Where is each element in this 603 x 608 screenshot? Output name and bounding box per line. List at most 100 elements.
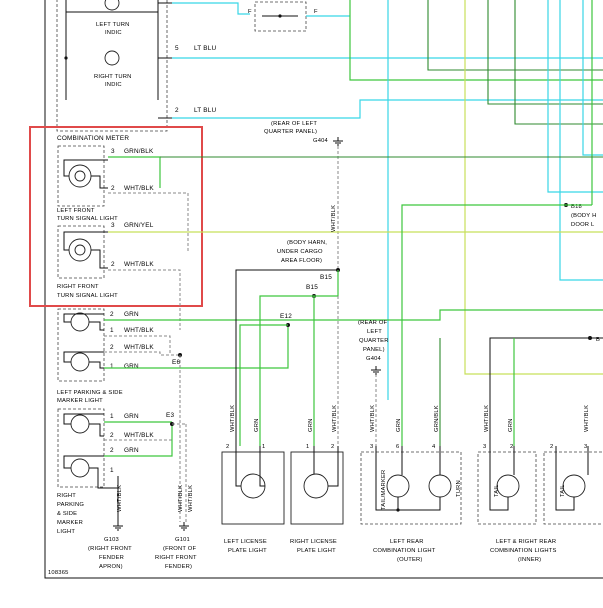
svg-text:B15: B15 [306,284,318,291]
svg-text:RIGHT FRONT: RIGHT FRONT [155,555,197,561]
splice-e12: E12 [239,313,292,446]
wire-dg-2 [487,0,603,105]
svg-text:MARKER: MARKER [57,520,83,526]
left-rear-combination-light: 3 6 4 TAIL/MARKER TURN LEFT REAR COMBINA… [360,444,462,563]
svg-text:LEFT REAR: LEFT REAR [390,539,424,545]
svg-text:FENDER): FENDER) [165,564,192,570]
svg-text:F: F [314,9,318,15]
combination-meter-box [56,0,168,132]
svg-text:LIGHT: LIGHT [57,529,75,535]
svg-text:PARKING: PARKING [57,502,84,508]
svg-text:QUARTER PANEL): QUARTER PANEL) [264,129,317,135]
svg-text:3: 3 [111,148,115,155]
svg-text:5: 5 [175,45,179,52]
svg-text:(REAR OF LEFT: (REAR OF LEFT [271,121,317,127]
svg-text:WHT/BLK: WHT/BLK [124,185,154,192]
svg-text:3: 3 [111,222,115,229]
svg-text:PANEL): PANEL) [363,347,385,353]
svg-text:WHT/BLK: WHT/BLK [117,485,123,512]
svg-text:COMBINATION LIGHT: COMBINATION LIGHT [373,548,436,554]
svg-text:RIGHT FRONT: RIGHT FRONT [57,284,99,290]
left-parking-side-marker: 2 GRN 1 WHT/BLK 2 WHT/BLK 1 GRN LEFT PAR… [57,308,603,404]
svg-text:GRN: GRN [396,419,402,432]
svg-text:GRN: GRN [124,311,139,318]
diagram-id: 108365 [48,570,69,576]
svg-text:2: 2 [175,107,179,114]
svg-text:WHT/BLK: WHT/BLK [124,432,154,439]
svg-text:2: 2 [550,444,553,450]
svg-text:& SIDE: & SIDE [57,511,77,517]
svg-text:E12: E12 [280,313,292,320]
svg-text:TAIL: TAIL [494,484,500,497]
svg-text:GRN: GRN [254,419,260,432]
svg-text:2: 2 [111,185,115,192]
svg-text:GRN/BLK: GRN/BLK [434,405,440,432]
svg-text:AREA FLOOR): AREA FLOOR) [281,258,322,264]
wire-yg [464,0,603,375]
svg-text:UNDER CARGO: UNDER CARGO [277,249,323,255]
svg-text:2: 2 [111,261,115,268]
g103-ground: G103 (RIGHT FRONT FENDER APRON) [88,522,132,570]
svg-text:(RIGHT FRONT: (RIGHT FRONT [88,546,132,552]
splice-e3: E3 [166,412,186,426]
svg-text:WHT/BLK: WHT/BLK [124,344,154,351]
g404-top-ground: (REAR OF LEFT QUARTER PANEL) G404 [264,121,343,270]
svg-text:PLATE LIGHT: PLATE LIGHT [228,548,267,554]
rear-combination-lights-inner: 3 2 2 3 TAIL TAIL LEFT & RIGHT REAR COMB… [477,444,603,563]
svg-text:1: 1 [110,363,114,370]
lt-blu-wire-5: 5 LT BLU [158,45,603,59]
svg-text:GRN: GRN [308,419,314,432]
svg-text:4: 4 [432,444,436,450]
g101-ground: WHT/BLK WHT/BLK G101 (FRONT OF RIGHT FRO… [155,424,197,570]
splice-b18: B18 (BODY H DOOR L [401,203,596,446]
combination-meter-label: COMBINATION METER [57,135,129,142]
svg-text:TAIL/MARKER: TAIL/MARKER [381,470,387,510]
svg-text:LEFT LICENSE: LEFT LICENSE [224,539,267,545]
svg-text:WHT/BLK: WHT/BLK [484,405,490,432]
svg-text:GRN: GRN [124,447,139,454]
svg-text:GRN: GRN [124,413,139,420]
svg-text:GRN: GRN [124,363,139,370]
right-turn-indicator: RIGHT TURN INDIC [64,12,159,100]
svg-text:3: 3 [584,444,587,450]
wire-dg-3 [514,0,603,125]
svg-text:1: 1 [110,413,114,420]
svg-text:1: 1 [306,444,309,450]
svg-text:WHT/BLK: WHT/BLK [370,405,376,432]
wire-green-top [349,0,603,81]
svg-text:2: 2 [110,447,114,454]
svg-text:GRN: GRN [508,419,514,432]
svg-text:WHT/BLK: WHT/BLK [188,485,194,512]
svg-text:TURN: TURN [456,480,462,497]
svg-text:1: 1 [262,444,265,450]
svg-text:LEFT FRONT: LEFT FRONT [57,208,95,214]
wire-c-2 [547,0,603,193]
svg-text:LEFT & RIGHT REAR: LEFT & RIGHT REAR [496,539,556,545]
svg-text:DOOR L: DOOR L [571,222,595,228]
svg-text:WHT/BLK: WHT/BLK [584,405,590,432]
svg-text:G404: G404 [366,356,382,362]
svg-text:QUARTER: QUARTER [359,338,389,344]
svg-text:INDIC: INDIC [105,30,122,36]
svg-text:COMBINATION LIGHTS: COMBINATION LIGHTS [490,548,557,554]
diagram-frame [44,0,603,579]
svg-text:G103: G103 [104,537,119,543]
svg-text:B18: B18 [571,204,582,210]
svg-text:LEFT PARKING & SIDE: LEFT PARKING & SIDE [57,390,123,396]
svg-text:WHT/BLK: WHT/BLK [331,205,337,232]
wire-c-3 [559,0,603,281]
svg-text:B15: B15 [320,274,332,281]
svg-text:(OUTER): (OUTER) [397,557,423,563]
svg-text:2: 2 [510,444,513,450]
svg-text:TURN SIGNAL LIGHT: TURN SIGNAL LIGHT [57,293,118,299]
svg-text:RIGHT: RIGHT [57,493,76,499]
svg-text:MARKER LIGHT: MARKER LIGHT [57,398,103,404]
svg-text:2: 2 [110,344,114,351]
svg-text:F: F [248,9,252,15]
svg-text:2: 2 [331,444,334,450]
svg-text:1: 1 [110,467,114,474]
left-license-plate-light: 2 1 LEFT LICENSE PLATE LIGHT [221,444,285,554]
svg-text:LT BLU: LT BLU [194,45,216,52]
g404-mid-ground: (REAR OF LEFT QUARTER PANEL) G404 [358,320,389,446]
svg-text:G101: G101 [175,537,190,543]
